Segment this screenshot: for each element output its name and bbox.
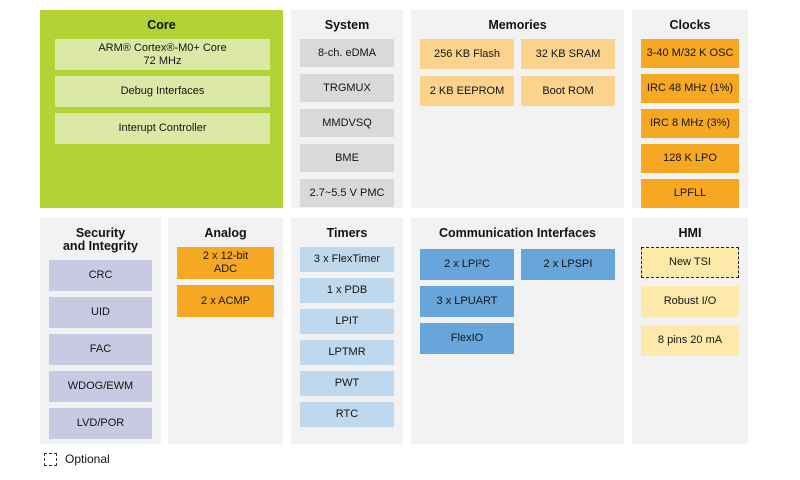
panel-memories-title: Memories <box>488 18 547 32</box>
panel-comm-title: Communication Interfaces <box>439 226 596 240</box>
block-lpuart: 3 x LPUART <box>420 286 514 317</box>
panel-analog: Analog 2 x 12-bit ADC 2 x ACMP <box>168 218 283 444</box>
panel-timers-blocks: 3 x FlexTimer 1 x PDB LPIT LPTMR PWT RTC <box>291 240 403 427</box>
block-flexio: FlexIO <box>420 323 514 354</box>
panel-analog-blocks: 2 x 12-bit ADC 2 x ACMP <box>168 240 283 317</box>
panel-clocks-title: Clocks <box>669 18 711 32</box>
panel-comm-blocks: 2 x LPI²C 2 x LPSPI 3 x LPUART FlexIO <box>411 240 624 354</box>
block-lpo: 128 K LPO <box>641 144 739 173</box>
block-8-pins-20ma: 8 pins 20 mA <box>641 325 739 356</box>
block-sram: 32 KB SRAM <box>521 39 615 69</box>
block-boot-rom: Boot ROM <box>521 76 615 106</box>
block-interrupt-controller: Interupt Controller <box>55 113 270 144</box>
block-lpfll: LPFLL <box>641 179 739 208</box>
block-arm-cortex-m0plus-core: ARM® Cortex®-M0+ Core 72 MHz <box>55 39 270 70</box>
block-lptmr: LPTMR <box>300 340 394 365</box>
block-bme: BME <box>300 144 394 172</box>
block-edma: 8-ch. eDMA <box>300 39 394 67</box>
block-lvd-por: LVD/POR <box>49 408 152 439</box>
panel-clocks-blocks: 3-40 M/32 K OSC IRC 48 MHz (1%) IRC 8 MH… <box>632 32 748 208</box>
block-flash: 256 KB Flash <box>420 39 514 69</box>
legend-optional: Optional <box>44 452 110 466</box>
block-debug-interfaces: Debug Interfaces <box>55 76 270 107</box>
block-crc: CRC <box>49 260 152 291</box>
block-pmc: 2.7~5.5 V PMC <box>300 179 394 207</box>
panel-clocks: Clocks 3-40 M/32 K OSC IRC 48 MHz (1%) I… <box>632 10 748 208</box>
block-adc: 2 x 12-bit ADC <box>177 247 274 279</box>
panel-communication-interfaces: Communication Interfaces 2 x LPI²C 2 x L… <box>411 218 624 444</box>
panel-security-blocks: CRC UID FAC WDOG/EWM LVD/POR <box>40 253 161 439</box>
block-lpspi: 2 x LPSPI <box>521 249 615 280</box>
optional-legend-label: Optional <box>65 452 110 466</box>
panel-hmi: HMI New TSI Robust I/O 8 pins 20 mA <box>632 218 748 444</box>
panel-hmi-title: HMI <box>678 226 702 240</box>
block-robust-io: Robust I/O <box>641 286 739 317</box>
panel-timers: Timers 3 x FlexTimer 1 x PDB LPIT LPTMR … <box>291 218 403 444</box>
block-flextimer: 3 x FlexTimer <box>300 247 394 272</box>
block-acmp: 2 x ACMP <box>177 285 274 317</box>
block-irc-8mhz: IRC 8 MHz (3%) <box>641 109 739 138</box>
block-wdog-ewm: WDOG/EWM <box>49 371 152 402</box>
block-mmdvsq: MMDVSQ <box>300 109 394 137</box>
panel-core-blocks: ARM® Cortex®-M0+ Core 72 MHz Debug Inter… <box>40 32 283 144</box>
block-new-tsi: New TSI <box>641 247 739 278</box>
block-uid: UID <box>49 297 152 328</box>
block-pwt: PWT <box>300 371 394 396</box>
block-lpi2c: 2 x LPI²C <box>420 249 514 280</box>
panel-analog-title: Analog <box>204 226 247 240</box>
block-irc-48mhz: IRC 48 MHz (1%) <box>641 74 739 103</box>
block-fac: FAC <box>49 334 152 365</box>
panel-system: System 8-ch. eDMA TRGMUX MMDVSQ BME 2.7~… <box>291 10 403 208</box>
block-eeprom: 2 KB EEPROM <box>420 76 514 106</box>
panel-system-title: System <box>324 18 370 32</box>
panel-security-and-integrity: Security and Integrity CRC UID FAC WDOG/… <box>40 218 161 444</box>
block-osc: 3-40 M/32 K OSC <box>641 39 739 68</box>
block-pdb: 1 x PDB <box>300 278 394 303</box>
panel-core: Core ARM® Cortex®-M0+ Core 72 MHz Debug … <box>40 10 283 208</box>
optional-dashed-swatch <box>44 452 57 466</box>
panel-hmi-blocks: New TSI Robust I/O 8 pins 20 mA <box>632 240 748 356</box>
panel-security-title: Security and Integrity <box>62 226 138 253</box>
panel-memories-blocks: 256 KB Flash 32 KB SRAM 2 KB EEPROM Boot… <box>411 32 624 106</box>
block-lpit: LPIT <box>300 309 394 334</box>
block-rtc: RTC <box>300 402 394 427</box>
panel-core-title: Core <box>147 18 176 32</box>
panel-timers-title: Timers <box>326 226 368 240</box>
panel-system-blocks: 8-ch. eDMA TRGMUX MMDVSQ BME 2.7~5.5 V P… <box>291 32 403 207</box>
panel-memories: Memories 256 KB Flash 32 KB SRAM 2 KB EE… <box>411 10 624 208</box>
block-trgmux: TRGMUX <box>300 74 394 102</box>
